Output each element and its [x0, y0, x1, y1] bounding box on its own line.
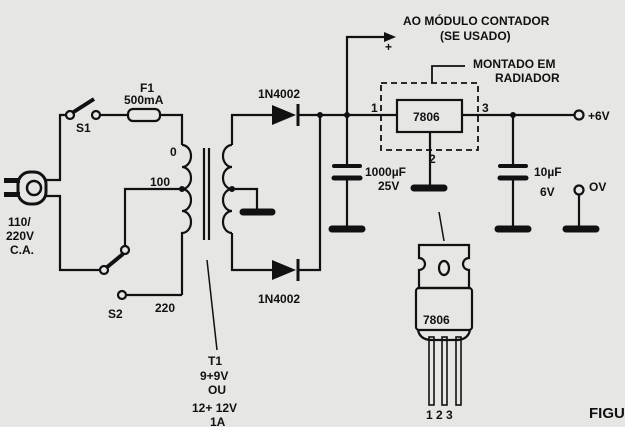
- mains-plug-icon: [4, 170, 48, 206]
- fuse-value: 500mA: [124, 93, 164, 107]
- mains-label-3: C.A.: [10, 243, 34, 257]
- diode-top-label: 1N4002: [258, 87, 300, 101]
- c1-value: 1000µF: [365, 165, 406, 179]
- module-label-1: AO MÓDULO CONTADOR: [403, 13, 550, 28]
- fuse-f1: [126, 107, 162, 123]
- s1-label: S1: [76, 121, 91, 135]
- t1-spec-2: OU: [208, 383, 226, 397]
- t1-spec-4: 1A: [210, 415, 226, 427]
- mains-label-1: 110/: [8, 215, 31, 229]
- fuse-name: F1: [140, 81, 154, 95]
- pin2-label: 2: [429, 152, 436, 166]
- transformer-t1: [180, 143, 233, 295]
- tap-100-label: 100: [150, 175, 170, 189]
- output-terminal-zero: [573, 184, 585, 196]
- to220-package: [414, 243, 474, 406]
- pin3-label: 3: [482, 101, 489, 115]
- mains-label-2: 220V: [6, 229, 34, 243]
- tap-220-label: 220: [155, 301, 175, 315]
- figure-label: FIGU: [589, 405, 625, 422]
- regulator-label: 7806: [413, 110, 440, 124]
- heatsink-label-2: RADIADOR: [495, 71, 560, 85]
- t1-spec-1: 9+9V: [200, 369, 228, 383]
- tap-0-label: 0: [170, 145, 177, 159]
- diode-bottom: [272, 259, 300, 281]
- capacitor-c1: [328, 115, 366, 233]
- package-pins-label: 1 2 3: [426, 408, 453, 422]
- package-label: 7806: [423, 313, 450, 327]
- diode-bottom-label: 1N4002: [258, 292, 300, 306]
- c2-value: 10µF: [534, 165, 562, 179]
- output-terminal-positive: [573, 109, 585, 121]
- pin1-label: 1: [371, 101, 378, 115]
- output-zero-label: OV: [589, 180, 606, 194]
- switch-s2: [98, 244, 131, 301]
- output-positive-label: +6V: [588, 109, 610, 123]
- capacitor-c2: [494, 115, 532, 233]
- s2-label: S2: [108, 307, 123, 321]
- c2-voltage: 6V: [540, 185, 555, 199]
- t1-spec-3: 12+ 12V: [192, 401, 237, 415]
- heatsink-label-1: MONTADO EM: [473, 57, 555, 71]
- plus-label: +: [385, 40, 392, 54]
- c1-voltage: 25V: [378, 179, 399, 193]
- arrow-right-icon: [384, 32, 396, 42]
- switch-s1: [64, 97, 102, 121]
- diode-top: [272, 104, 300, 126]
- module-label-2: (SE USADO): [440, 29, 511, 43]
- t1-name: T1: [208, 354, 222, 368]
